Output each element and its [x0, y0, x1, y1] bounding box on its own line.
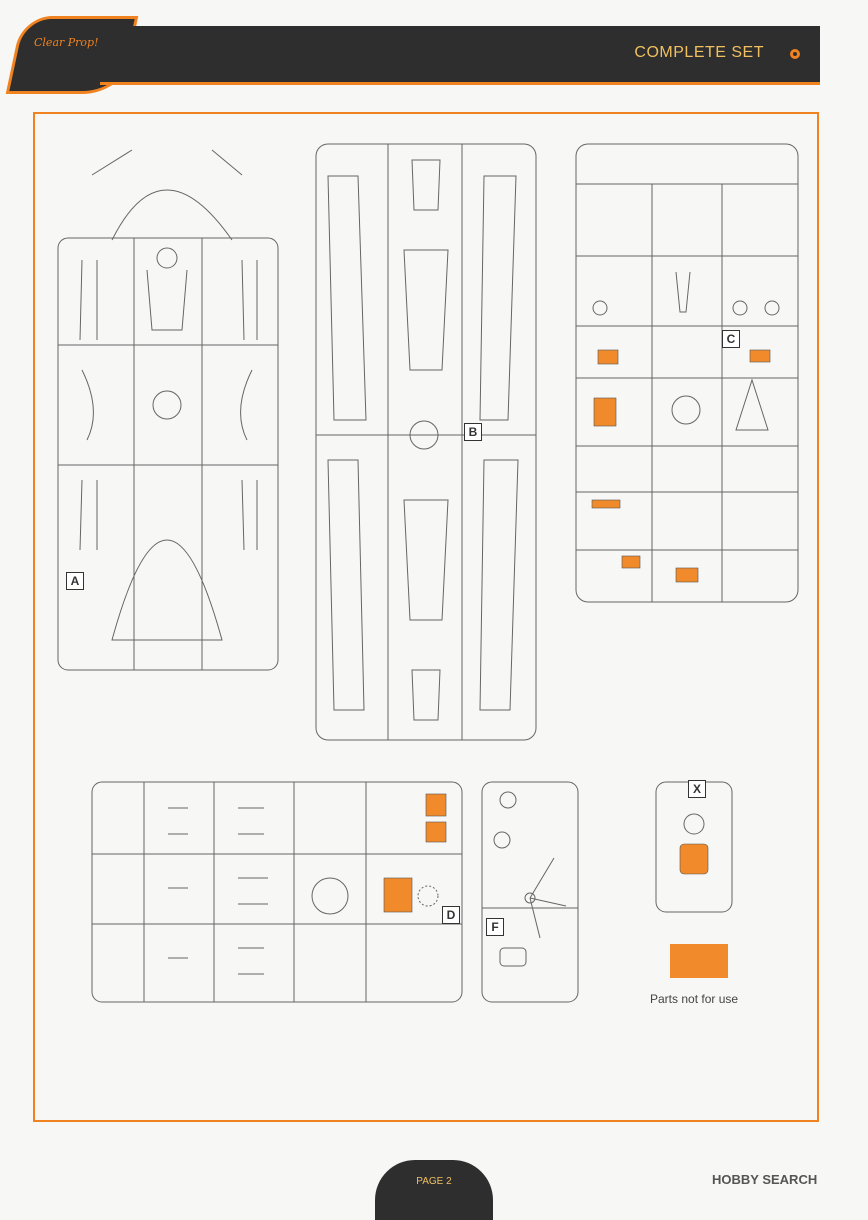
not-for-use-swatch	[670, 944, 728, 978]
page-number: PAGE 2	[416, 1176, 452, 1187]
sprue-b-label: B	[464, 423, 482, 441]
sprue-a-label: A	[66, 572, 84, 590]
sprue-f-drawing	[481, 781, 579, 1003]
sprue-f-label: F	[486, 918, 504, 936]
watermark-text: HOBBY SEARCH	[712, 1172, 818, 1187]
brand-logo-text: Clear Prop!	[34, 36, 99, 49]
legend-text: Parts not for use	[650, 992, 739, 1006]
sprue-b-drawing	[315, 143, 537, 741]
sprue-d: D	[88, 778, 466, 1006]
sprue-x: X	[654, 780, 734, 914]
sprue-x-label: X	[688, 780, 706, 798]
sprue-c-label: C	[722, 330, 740, 348]
sprue-f: F	[480, 778, 580, 1006]
page-title: COMPLETE SET	[634, 44, 764, 61]
sprue-x-drawing	[655, 781, 733, 913]
sprue-c-drawing	[575, 143, 799, 603]
sprue-d-label: D	[442, 906, 460, 924]
sprue-a-drawing	[57, 149, 279, 671]
sprue-b: B	[312, 140, 540, 744]
sprue-d-drawing	[91, 781, 463, 1003]
header-ring-icon	[790, 49, 800, 59]
page-header: COMPLETE SET	[100, 26, 820, 85]
page-number-tab: PAGE 2	[375, 1160, 493, 1220]
sprue-a: A	[52, 140, 284, 680]
sprue-c: C	[572, 140, 800, 606]
content-frame	[33, 112, 819, 1122]
